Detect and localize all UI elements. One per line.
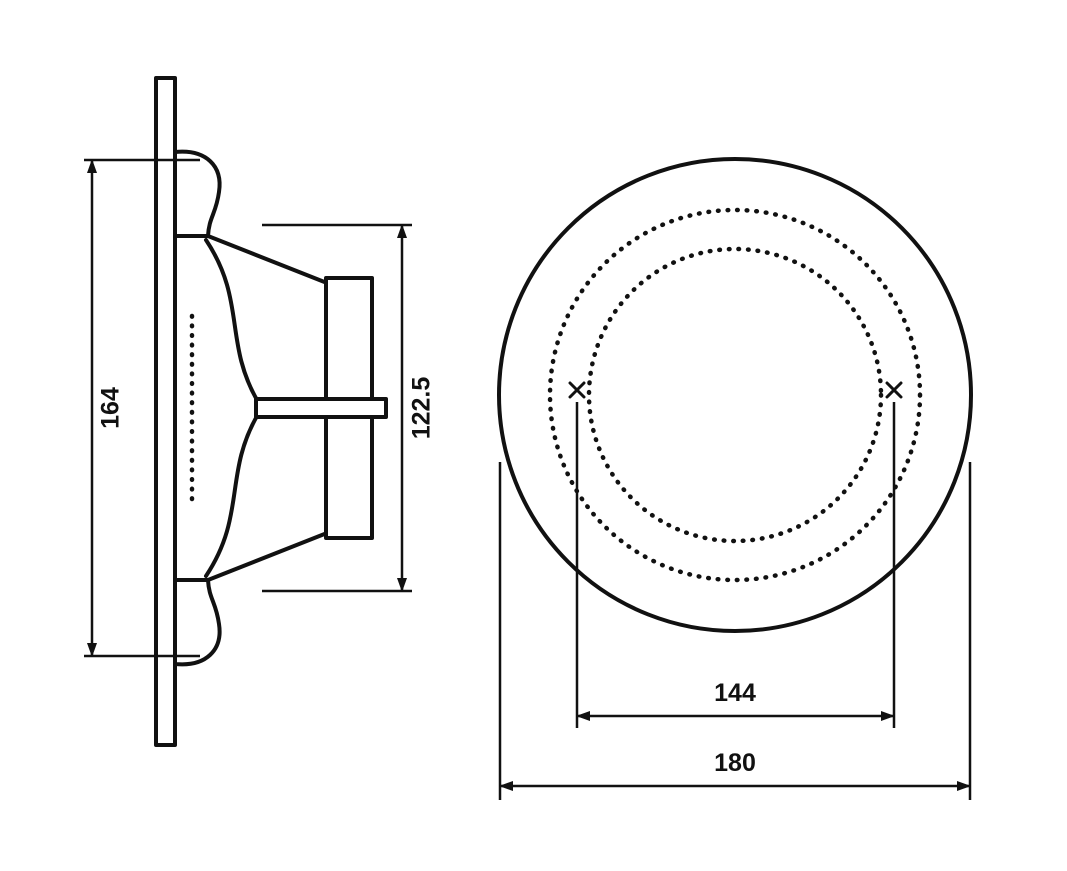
dimension-180: 180 — [498, 462, 972, 800]
bottom-gasket-profile — [173, 578, 222, 667]
dim-144-label: 144 — [714, 679, 756, 707]
dim-180-label: 180 — [714, 749, 756, 777]
pole-bar — [254, 397, 388, 419]
cone-bottom-curve — [204, 414, 259, 578]
dimension-164: 164 — [84, 158, 200, 658]
outer-dotted-circle — [547, 207, 923, 583]
basket-top-edge — [206, 234, 329, 285]
dim-1225-label: 122.5 — [408, 377, 436, 440]
dimension-144: 144 — [575, 402, 896, 728]
flange-profile — [154, 76, 177, 747]
right-x-icon — [885, 381, 903, 399]
outer-rim-circle — [497, 157, 973, 633]
basket-bottom-edge — [206, 531, 329, 582]
cone-top-curve — [204, 238, 259, 402]
right-hole-mark — [885, 381, 903, 399]
dimension-122-5: 122.5 — [262, 223, 436, 593]
top-gasket-profile — [173, 149, 222, 238]
front-view — [497, 157, 973, 633]
left-x-icon — [568, 381, 586, 399]
dim-164-label: 164 — [97, 387, 125, 429]
inner-dotted-circle — [586, 246, 884, 544]
left-hole-mark — [568, 381, 586, 399]
side-view — [154, 76, 388, 747]
